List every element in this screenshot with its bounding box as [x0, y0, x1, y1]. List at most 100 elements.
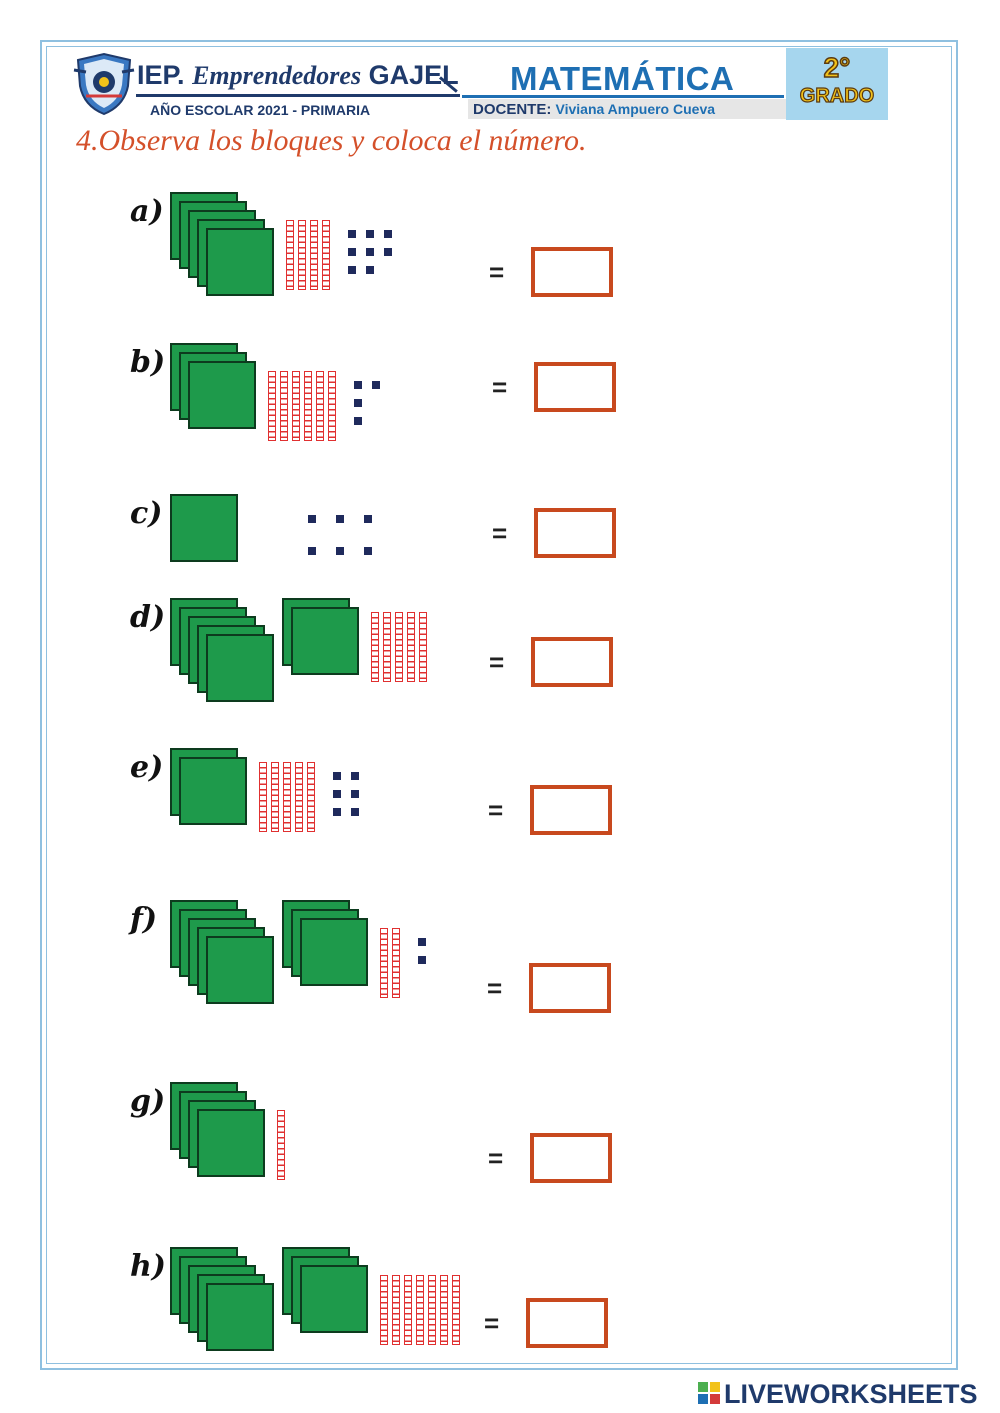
docente-label: DOCENTE: [473, 101, 552, 118]
ten-rod [404, 1275, 412, 1345]
unit-cube [351, 772, 359, 780]
unit-cube [372, 381, 380, 389]
hundred-block [206, 1283, 274, 1351]
ten-rod [292, 371, 300, 441]
ten-rod [395, 612, 403, 682]
ten-rod [392, 928, 400, 998]
ten-rod [407, 612, 415, 682]
subject-title: MATEMÁTICA [510, 60, 735, 97]
ten-rod [322, 220, 330, 290]
ten-rod [280, 371, 288, 441]
unit-cube [333, 790, 341, 798]
ten-rod [383, 612, 391, 682]
unit-cube [351, 790, 359, 798]
ten-rod [268, 371, 276, 441]
subject-underline [462, 95, 784, 98]
unit-cube [336, 547, 344, 555]
unit-cube [366, 266, 374, 274]
unit-cube [348, 230, 356, 238]
equals-sign: = [492, 372, 508, 402]
school-prefix: IEP. [137, 60, 185, 90]
answer-box[interactable] [526, 1298, 608, 1348]
answer-box[interactable] [534, 362, 616, 412]
liveworksheets-logo-icon [698, 1382, 720, 1404]
unit-cube [364, 547, 372, 555]
exercise-label: b) [130, 345, 166, 380]
hundred-block [179, 757, 247, 825]
hundred-block [206, 936, 274, 1004]
unit-cube [418, 956, 426, 964]
exercise-label: d) [130, 600, 166, 635]
hundred-block [300, 1265, 368, 1333]
ten-rod [277, 1110, 285, 1180]
hundred-block [170, 494, 238, 562]
unit-cube [308, 547, 316, 555]
unit-cube [348, 266, 356, 274]
answer-box[interactable] [530, 1133, 612, 1183]
equals-sign: = [492, 518, 508, 548]
unit-cube [354, 399, 362, 407]
school-year: AÑO ESCOLAR 2021 - PRIMARIA [150, 102, 371, 118]
equals-sign: = [487, 973, 503, 1003]
ten-rod [271, 762, 279, 832]
ten-rod [452, 1275, 460, 1345]
ten-rod [328, 371, 336, 441]
school-name: IEP. Emprendedores GAJEL [137, 60, 459, 91]
equals-sign: = [488, 1143, 504, 1173]
hundred-block [291, 607, 359, 675]
answer-box[interactable] [529, 963, 611, 1013]
unit-cube [418, 938, 426, 946]
ten-rod [310, 220, 318, 290]
exercise-label: h) [130, 1249, 167, 1284]
ten-rod [295, 762, 303, 832]
unit-cube [308, 515, 316, 523]
ten-rod [298, 220, 306, 290]
unit-cube [366, 230, 374, 238]
school-script-name: Emprendedores [192, 61, 362, 90]
grade-label: GRADO [799, 84, 875, 107]
footer-brand: LIVEWORKSHEETS [700, 1379, 978, 1410]
exercise-label: e) [130, 750, 164, 785]
unit-cube [333, 772, 341, 780]
answer-box[interactable] [531, 637, 613, 687]
hundred-block [300, 918, 368, 986]
equals-sign: = [489, 647, 505, 677]
exercise-label: c) [130, 496, 163, 531]
instruction-text: 4.Observa los bloques y coloca el número… [76, 124, 587, 157]
unit-cube [354, 417, 362, 425]
school-main-name: GAJEL [368, 60, 459, 90]
answer-box[interactable] [531, 247, 613, 297]
unit-cube [366, 248, 374, 256]
unit-cube [333, 808, 341, 816]
docente-line: DOCENTE: Viviana Ampuero Cueva [473, 101, 715, 118]
ten-rod [380, 1275, 388, 1345]
unit-cube [364, 515, 372, 523]
answer-box[interactable] [534, 508, 616, 558]
equals-sign: = [488, 795, 504, 825]
docente-bar [468, 99, 786, 119]
ten-rod [316, 371, 324, 441]
equals-sign: = [489, 257, 505, 287]
unit-cube [354, 381, 362, 389]
school-underline [136, 94, 460, 97]
answer-box[interactable] [530, 785, 612, 835]
ten-rod [259, 762, 267, 832]
page-border [40, 40, 958, 1370]
page-border-inner [46, 46, 952, 1364]
unit-cube [351, 808, 359, 816]
hundred-block [197, 1109, 265, 1177]
hundred-block [206, 228, 274, 296]
equals-sign: = [484, 1308, 500, 1338]
hundred-block [188, 361, 256, 429]
exercise-label: g) [130, 1084, 166, 1119]
ten-rod [419, 612, 427, 682]
ten-rod [416, 1275, 424, 1345]
ten-rod [307, 762, 315, 832]
unit-cube [336, 515, 344, 523]
grade-badge: 2° GRADO [786, 48, 888, 120]
ten-rod [380, 928, 388, 998]
ten-rod [304, 371, 312, 441]
unit-cube [348, 248, 356, 256]
exercise-label: f) [130, 902, 158, 937]
ten-rod [371, 612, 379, 682]
